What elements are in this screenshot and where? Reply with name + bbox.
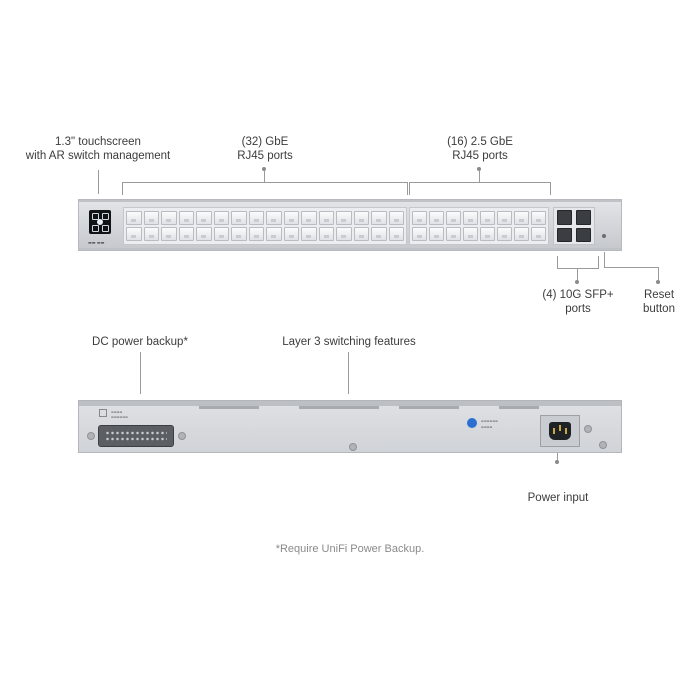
gbe-port-block — [123, 207, 407, 245]
rj45-port[interactable] — [463, 227, 478, 241]
rj45-port[interactable] — [388, 227, 404, 241]
multigig-ports-label: (16) 2.5 GbE RJ45 ports — [447, 136, 513, 162]
gbe-ports-leader — [264, 170, 265, 182]
qr-label-icon — [99, 409, 107, 417]
rj45-port[interactable] — [301, 227, 317, 241]
rj45-port[interactable] — [143, 227, 159, 241]
rj45-port[interactable] — [412, 211, 427, 225]
touchscreen-label: 1.3" touchscreen with AR switch manageme… — [25, 136, 171, 162]
screw-icon — [584, 425, 592, 433]
switch-front-panel: ▬▬ ▬▬ — [78, 199, 622, 251]
ac-power-inlet[interactable] — [540, 415, 580, 447]
multigig-ports-dot — [477, 167, 481, 171]
rj45-port[interactable] — [266, 227, 282, 241]
ground-screw-icon — [599, 441, 607, 449]
rj45-port[interactable] — [283, 227, 299, 241]
rj45-port[interactable] — [143, 211, 159, 225]
rj45-port[interactable] — [497, 211, 512, 225]
screw-icon — [349, 443, 357, 451]
rj45-port[interactable] — [531, 211, 546, 225]
rj45-port[interactable] — [353, 211, 369, 225]
rj45-port[interactable] — [231, 211, 247, 225]
rj45-port[interactable] — [248, 227, 264, 241]
touchscreen-leader — [98, 170, 99, 194]
rj45-port[interactable] — [353, 227, 369, 241]
rj45-port[interactable] — [429, 211, 444, 225]
rj45-port[interactable] — [248, 211, 264, 225]
rj45-port[interactable] — [161, 227, 177, 241]
layer3-leader — [348, 352, 349, 394]
rj45-port[interactable] — [213, 211, 229, 225]
sfp-port-block — [553, 207, 595, 245]
rj45-port[interactable] — [480, 227, 495, 241]
sfp-leader — [577, 268, 578, 282]
rj45-port[interactable] — [514, 211, 529, 225]
gbe-ports-bracket — [122, 182, 408, 195]
rj45-port[interactable] — [318, 211, 334, 225]
sfp-port[interactable] — [557, 227, 572, 242]
sfp-port[interactable] — [557, 210, 572, 225]
rj45-port[interactable] — [126, 227, 142, 241]
screw-icon — [178, 432, 186, 440]
rj45-port[interactable] — [388, 211, 404, 225]
dc-backup-label: DC power backup* — [92, 336, 188, 348]
rj45-port[interactable] — [178, 211, 194, 225]
rj45-port[interactable] — [196, 227, 212, 241]
power-input-label: Power input — [527, 492, 589, 504]
rj45-port[interactable] — [463, 211, 478, 225]
rj45-port[interactable] — [497, 227, 512, 241]
rj45-port[interactable] — [126, 211, 142, 225]
rj45-port[interactable] — [178, 227, 194, 241]
gbe-ports-label: (32) GbE RJ45 ports — [237, 136, 293, 162]
reset-label: Reset button — [643, 289, 675, 315]
rj45-port[interactable] — [446, 227, 461, 241]
rj45-port[interactable] — [371, 211, 387, 225]
multigig-ports-bracket — [409, 182, 551, 195]
screw-icon — [87, 432, 95, 440]
rj45-port[interactable] — [301, 211, 317, 225]
rj45-port[interactable] — [336, 211, 352, 225]
reset-leader-v — [604, 252, 605, 267]
rj45-port[interactable] — [231, 227, 247, 241]
rj45-port[interactable] — [371, 227, 387, 241]
reset-leader-h — [604, 267, 659, 268]
sfp-port[interactable] — [576, 227, 591, 242]
rj45-port[interactable] — [213, 227, 229, 241]
reset-leader-v2 — [658, 267, 659, 281]
ubiquiti-logo-icon — [467, 418, 477, 428]
reset-dot — [656, 280, 660, 284]
rj45-port[interactable] — [336, 227, 352, 241]
brand-mark-icon: ▬▬ ▬▬ — [88, 240, 105, 245]
layer3-label: Layer 3 switching features — [282, 336, 416, 348]
rj45-port[interactable] — [196, 211, 212, 225]
power-input-dot — [555, 460, 559, 464]
gbe-ports-dot — [262, 167, 266, 171]
multigig-ports-leader — [479, 170, 480, 182]
sfp-bracket — [557, 256, 599, 269]
rj45-port[interactable] — [446, 211, 461, 225]
rj45-port[interactable] — [531, 227, 546, 241]
rj45-port[interactable] — [161, 211, 177, 225]
switch-rear-panel: ▬▬▬▬ ▬▬▬▬▬▬ ▬▬▬▬▬▬ ▬▬▬▬ — [78, 400, 622, 453]
sfp-port[interactable] — [576, 210, 591, 225]
footnote: *Require UniFi Power Backup. — [275, 543, 425, 555]
rj45-port[interactable] — [318, 227, 334, 241]
touchscreen-display[interactable] — [89, 210, 111, 234]
rj45-port[interactable] — [514, 227, 529, 241]
rj45-port[interactable] — [412, 227, 427, 241]
power-input-leader — [557, 453, 558, 463]
reset-button[interactable] — [602, 234, 606, 238]
sfp-dot — [575, 280, 579, 284]
rj45-port[interactable] — [429, 227, 444, 241]
rj45-port[interactable] — [480, 211, 495, 225]
dc-backup-leader — [140, 352, 141, 394]
multigig-port-block — [409, 207, 549, 245]
rj45-port[interactable] — [283, 211, 299, 225]
sfp-ports-label: (4) 10G SFP+ ports — [542, 289, 614, 315]
dc-power-backup-connector[interactable] — [98, 425, 174, 447]
rj45-port[interactable] — [266, 211, 282, 225]
